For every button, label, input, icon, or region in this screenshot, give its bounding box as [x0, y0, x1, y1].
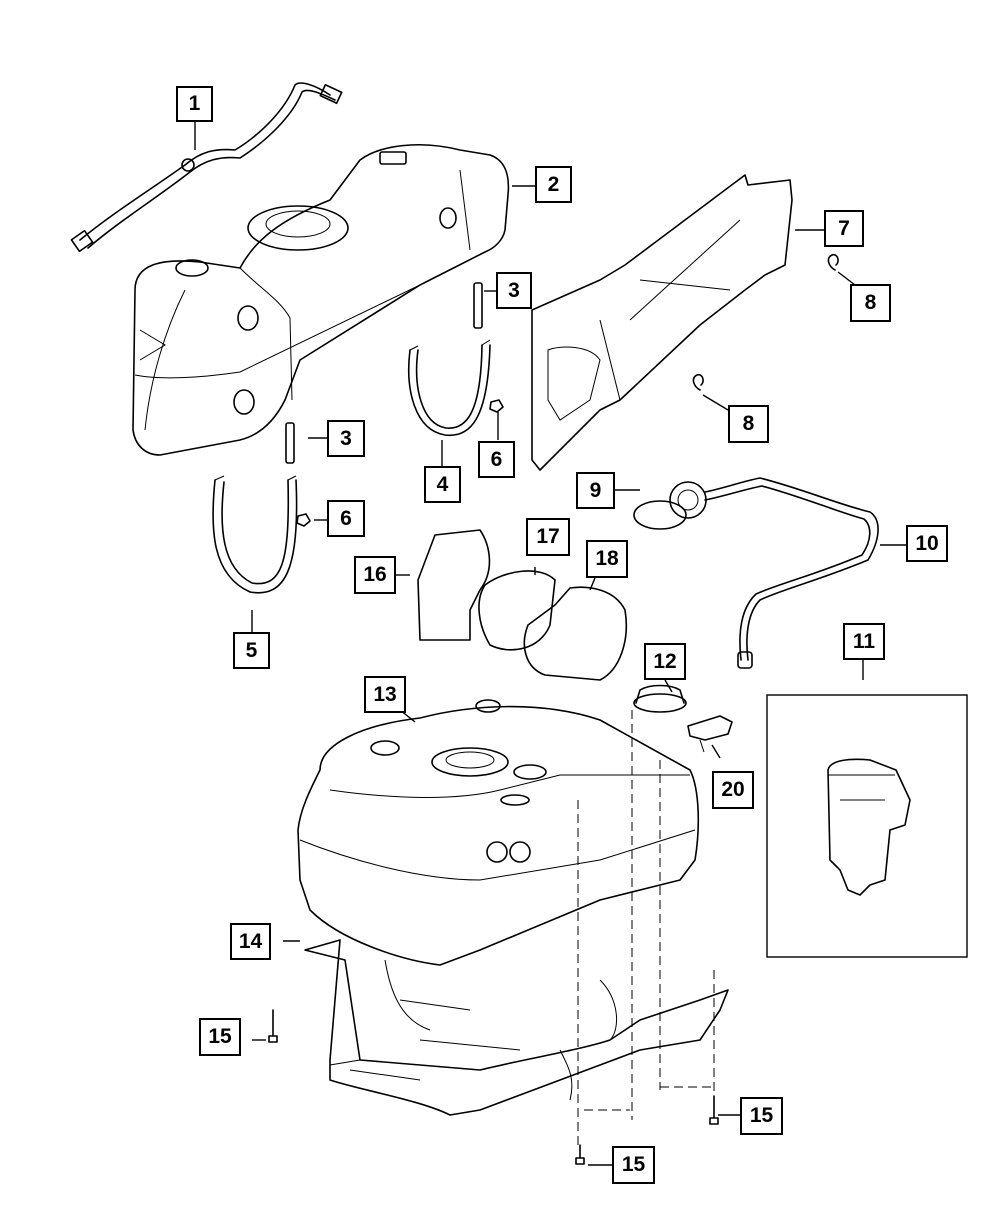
- callout-14: 14: [230, 923, 271, 960]
- callout-7: 7: [824, 210, 864, 247]
- shield-18-part: [523, 586, 628, 681]
- callout-6: 6: [327, 500, 365, 537]
- heat-shield-part: [531, 174, 793, 471]
- callout-9: 9: [576, 472, 615, 509]
- callout-17: 17: [526, 518, 570, 556]
- callout-13: 13: [364, 676, 406, 713]
- callout-8: 8: [850, 284, 891, 322]
- callout-16: 16: [354, 556, 396, 594]
- callout-2: 2: [535, 166, 572, 203]
- callout-1: 1: [176, 86, 213, 122]
- filler-hose-part: [633, 477, 879, 669]
- vent-hose-part: [70, 82, 343, 253]
- callout-6: 6: [478, 441, 515, 478]
- bolt-part: [268, 1009, 719, 1165]
- fuel-tank-13-part: [297, 699, 700, 966]
- callout-3: 3: [496, 272, 532, 309]
- callout-3: 3: [327, 420, 365, 457]
- leader-lines: [194, 122, 906, 1166]
- callout-12: 12: [644, 643, 686, 680]
- callout-15: 15: [740, 1097, 783, 1135]
- inset-box-11: [766, 694, 968, 958]
- callout-5: 5: [233, 632, 270, 669]
- shield-17-part: [478, 570, 556, 651]
- callout-8: 8: [728, 405, 769, 443]
- callout-15: 15: [612, 1146, 655, 1184]
- callout-11: 11: [843, 623, 885, 660]
- callout-15: 15: [199, 1018, 241, 1056]
- tank-strap-5-part: [212, 475, 298, 594]
- sensor-part: [687, 715, 733, 753]
- callout-20: 20: [712, 771, 754, 809]
- shield-16-part: [417, 529, 491, 641]
- stud-part: [285, 282, 483, 464]
- alignment-lines: [577, 710, 715, 1150]
- callout-10: 10: [906, 525, 948, 562]
- saddle-fuel-tank-part: [132, 144, 510, 456]
- fuel-cap-part: [633, 684, 687, 713]
- nut-part: [296, 399, 504, 527]
- clip-part: [692, 253, 839, 391]
- tank-strap-4-part: [407, 339, 491, 437]
- skid-plate-part: [304, 939, 729, 1116]
- callout-18: 18: [586, 540, 628, 578]
- callout-4: 4: [424, 466, 461, 503]
